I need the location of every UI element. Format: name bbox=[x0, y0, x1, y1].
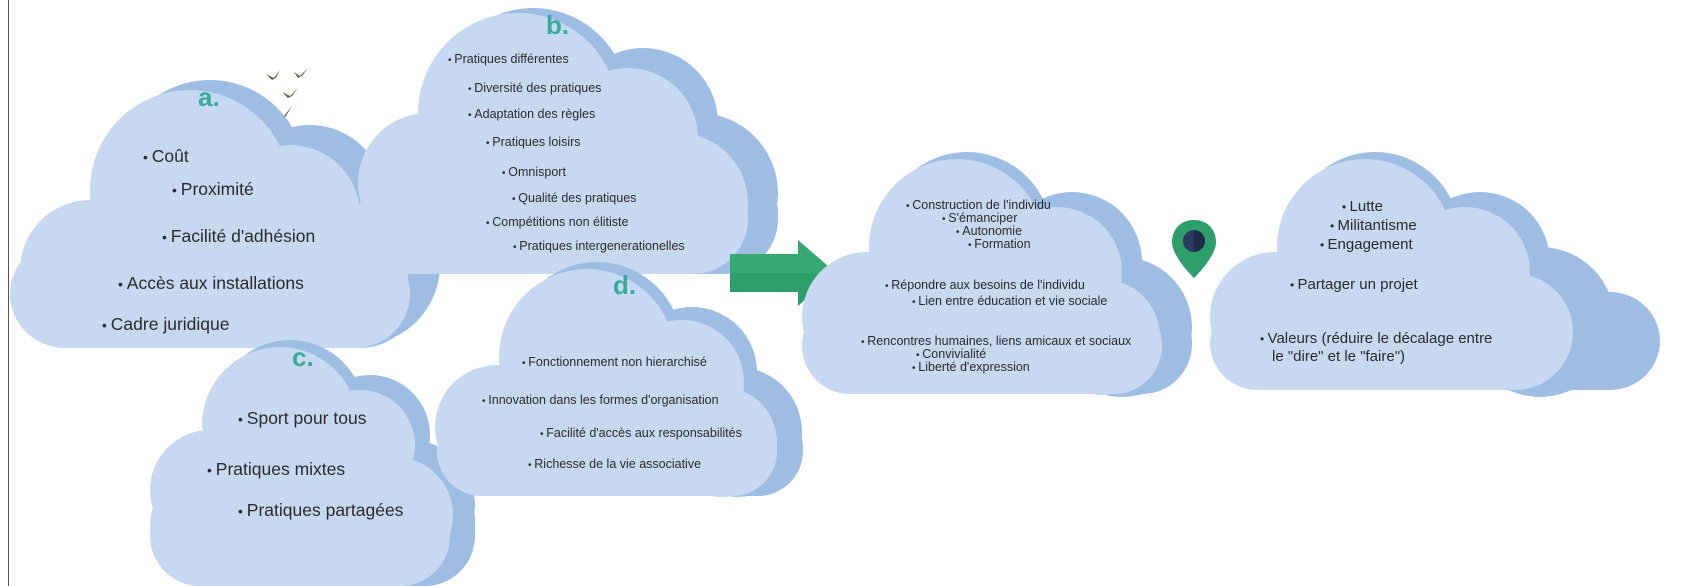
list-item: Sport pour tous bbox=[238, 408, 367, 429]
list-item: Adaptation des règles bbox=[468, 107, 595, 121]
list-item: Engagement bbox=[1320, 236, 1413, 253]
cloud-c: c. Sport pour tous Pratiques mixtes Prat… bbox=[150, 340, 475, 586]
list-item-text: Militantisme bbox=[1330, 217, 1417, 234]
list-item: Convivialité bbox=[916, 347, 986, 361]
list-item-text: Partager un projet bbox=[1290, 276, 1418, 293]
list-item: Autonomie bbox=[956, 224, 1022, 238]
list-item: Pratiques intergenerationelles bbox=[513, 239, 684, 253]
list-item: Valeurs (réduire le décalage entre bbox=[1260, 330, 1492, 347]
list-item: Construction de l'individu bbox=[906, 198, 1051, 212]
list-item: Diversité des pratiques bbox=[468, 81, 601, 95]
list-item: Rencontres humaines, liens amicaux et so… bbox=[861, 334, 1131, 348]
list-item: Pratiques mixtes bbox=[207, 459, 345, 480]
list-item: Richesse de la vie associative bbox=[528, 457, 701, 471]
cloud-d: d. Fonctionnement non hierarchisé Innova… bbox=[435, 262, 807, 498]
cloud-a: a. Coût Proximité Facilité d'adhésion Ac… bbox=[10, 80, 440, 350]
list-item: Innovation dans les formes d'organisatio… bbox=[482, 393, 718, 407]
list-item: Pratiques différentes bbox=[448, 52, 568, 66]
list-item: Formation bbox=[968, 237, 1030, 251]
list-item: Omnisport bbox=[502, 165, 566, 179]
list-item: Militantisme bbox=[1330, 217, 1417, 234]
frame-border bbox=[8, 0, 9, 586]
list-item: Fonctionnement non hierarchisé bbox=[522, 355, 707, 369]
list-item: S'émanciper bbox=[942, 211, 1017, 225]
cloud-a-letter: a. bbox=[198, 82, 220, 112]
list-item-text: Lutte bbox=[1342, 198, 1383, 215]
cloud-e: Construction de l'individu S'émanciper A… bbox=[802, 152, 1194, 397]
list-item-continuation: le "dire" et le "faire") bbox=[1272, 348, 1405, 365]
list-item: Répondre aux besoins de l'individu bbox=[885, 278, 1085, 292]
list-item: Qualité des pratiques bbox=[512, 191, 636, 205]
cloud-b-letter: b. bbox=[546, 10, 570, 40]
list-item: Cadre juridique bbox=[102, 314, 230, 335]
cloud-f: Lutte Militantisme Engagement Partager u… bbox=[1210, 152, 1691, 397]
list-item: Pratiques loisirs bbox=[486, 135, 580, 149]
list-item: Lien entre éducation et vie sociale bbox=[912, 294, 1107, 308]
list-item-text: Valeurs (réduire le décalage entre bbox=[1260, 330, 1492, 347]
cloud-b: b. Pratiques différentes Diversité des p… bbox=[358, 8, 780, 276]
list-item-text: le "dire" et le "faire") bbox=[1272, 348, 1406, 365]
list-item: Accès aux installations bbox=[118, 273, 304, 294]
cloud-f-shape bbox=[1210, 152, 1660, 397]
list-item: Coût bbox=[143, 146, 189, 167]
list-item: Pratiques partagées bbox=[238, 500, 404, 521]
cloud-c-letter: c. bbox=[292, 342, 314, 372]
list-item: Partager un projet bbox=[1290, 276, 1418, 293]
list-item: Lutte bbox=[1342, 198, 1383, 215]
list-item: Liberté d'expression bbox=[912, 360, 1029, 374]
list-item: Facilité d'adhésion bbox=[162, 226, 315, 247]
list-item: Facilité d'accès aux responsabilités bbox=[540, 426, 742, 440]
map-pin-icon bbox=[1172, 220, 1216, 278]
list-item: Compétitions non élitiste bbox=[486, 215, 628, 229]
cloud-d-letter: d. bbox=[613, 270, 637, 300]
list-item-text: Engagement bbox=[1320, 236, 1413, 253]
list-item: Proximité bbox=[172, 179, 254, 200]
